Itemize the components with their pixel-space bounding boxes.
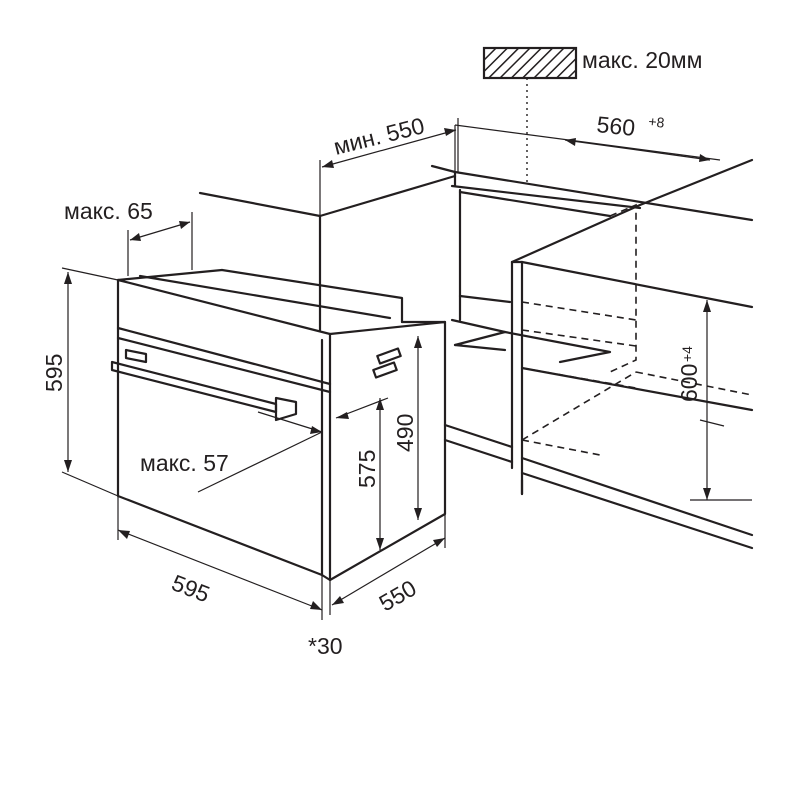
- oven-body: [116, 268, 447, 582]
- niche-width-tolerance: +8: [648, 113, 666, 131]
- niche-width-label: 560: [595, 111, 636, 141]
- max-door-thickness-label: макс. 57: [140, 450, 229, 476]
- body-height-490-label: 490: [392, 414, 418, 452]
- oven-height-label: 595: [41, 354, 67, 392]
- oven-depth-label: 550: [375, 575, 421, 617]
- dimension-lines: [61, 78, 752, 620]
- body-height-575-label: 575: [354, 450, 380, 488]
- oven-width-label: 595: [168, 569, 213, 607]
- max-front-overhang-label: макс. 65: [64, 198, 153, 224]
- cabinet-outline: [198, 158, 754, 550]
- max-top-gap-label: макс. 20мм: [582, 47, 702, 73]
- hidden-niche-lines: [521, 203, 753, 456]
- niche-height-label: 600: [676, 364, 702, 402]
- niche-height-tolerance: +4: [679, 346, 695, 362]
- min-depth-label: мин. 550: [331, 112, 427, 160]
- oven-handle: [110, 348, 298, 422]
- footnote-label: *30: [308, 633, 343, 659]
- hatched-panel-icon: [482, 46, 578, 80]
